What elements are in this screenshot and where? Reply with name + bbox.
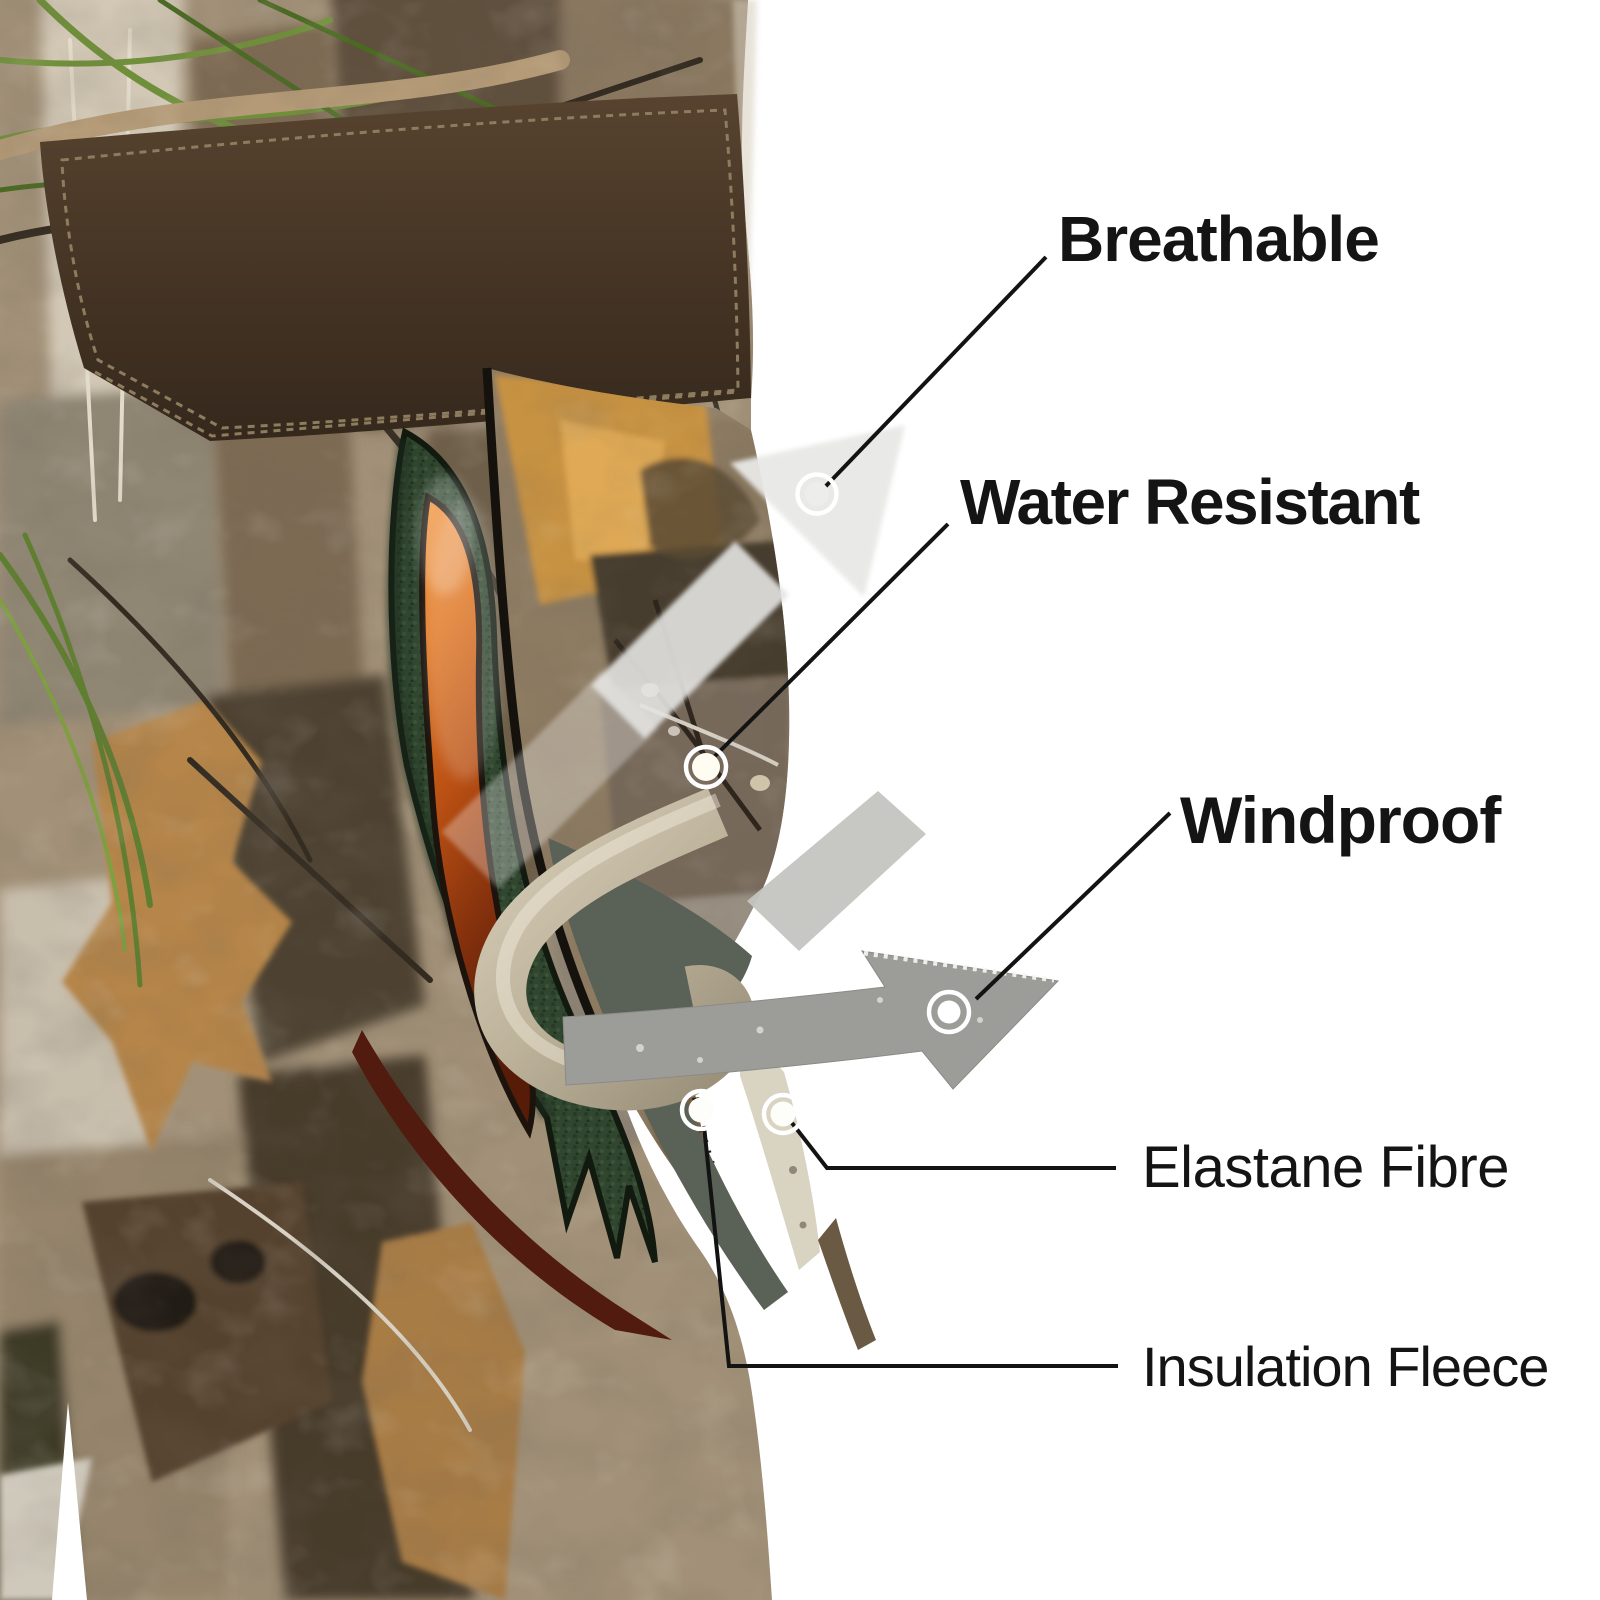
label-elastane-fibre: Elastane Fibre — [1142, 1135, 1509, 1200]
leader-lines — [702, 255, 1172, 1368]
elastane-marker — [761, 1092, 805, 1136]
callout-markers — [679, 472, 972, 1136]
camo-hanging-tip — [818, 1218, 876, 1350]
windproof-leader-line — [974, 811, 1172, 1001]
pocket-flap — [40, 94, 751, 441]
breathable-leader-line — [823, 255, 1048, 489]
pocket-stitching — [60, 108, 740, 430]
insulation-marker — [679, 1088, 723, 1132]
insulation-leader-line — [702, 1125, 1118, 1368]
elastane-layer — [740, 1037, 820, 1270]
windproof-marker — [926, 989, 972, 1035]
label-windproof: Windproof — [1180, 783, 1501, 857]
label-breathable: Breathable — [1058, 203, 1380, 275]
water-resistant-marker — [683, 744, 729, 790]
breathable-arrow-icon — [441, 425, 905, 889]
elastane-leader-line — [790, 1121, 1116, 1170]
windproof-arrow-icon — [562, 791, 1060, 1090]
label-insulation-fleece: Insulation Fleece — [1142, 1335, 1549, 1398]
label-water-resistant: Water Resistant — [960, 466, 1420, 538]
breathable-marker — [795, 472, 839, 516]
fabric-fold-highlight — [733, 0, 757, 330]
background-gap — [52, 1402, 87, 1600]
water-resistant-leader-line — [712, 522, 950, 759]
